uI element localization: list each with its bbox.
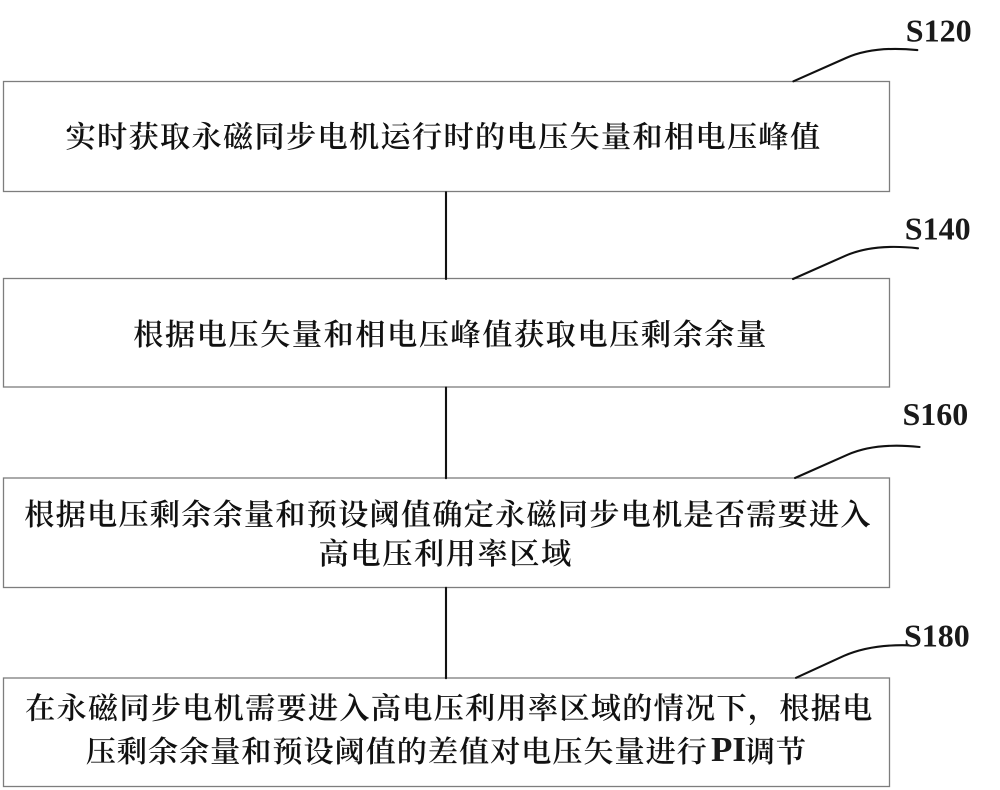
svg-text:PI: PI xyxy=(711,730,746,769)
svg-text:S180: S180 xyxy=(904,618,970,654)
svg-text:S120: S120 xyxy=(906,13,972,49)
svg-text:S140: S140 xyxy=(905,211,971,247)
svg-text:S160: S160 xyxy=(903,396,969,432)
